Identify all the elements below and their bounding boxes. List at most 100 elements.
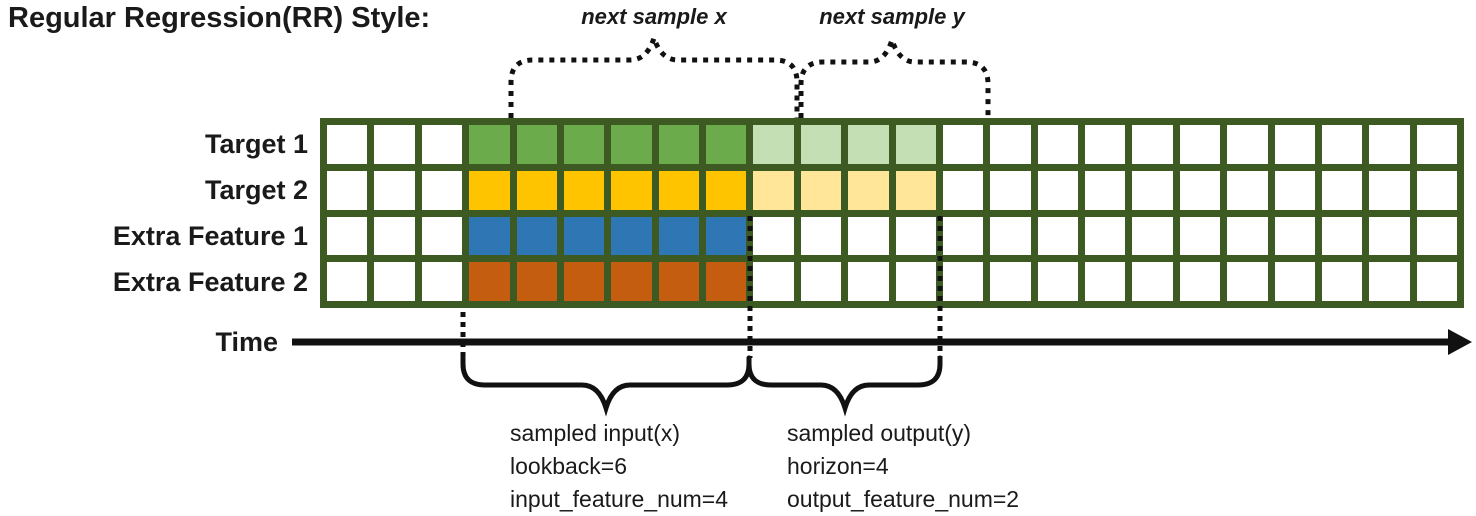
grid-cell-r3-c14	[990, 262, 1031, 301]
grid-cell-r1-c20	[1274, 170, 1315, 210]
grid-cell-r3-c7	[658, 262, 699, 301]
grid-cell-r0-c10	[800, 125, 842, 164]
grid-cell-r3-c16	[1085, 262, 1126, 301]
sampled-input-line2: lookback=6	[510, 453, 627, 479]
grid-cell-r0-c8	[706, 125, 747, 164]
grid-cell-r0-c23	[1416, 125, 1457, 164]
grid-cell-r0-c16	[1085, 125, 1126, 164]
grid-cell-r3-c19	[1227, 262, 1268, 301]
grid-cell-r3-c15	[1037, 262, 1078, 301]
grid-cell-r1-c23	[1416, 170, 1457, 210]
grid-cell-r2-c20	[1274, 216, 1315, 256]
grid-cell-r3-c21	[1321, 262, 1363, 301]
grid-cell-r2-c2	[421, 216, 463, 256]
grid-cell-r3-c9	[753, 262, 794, 301]
grid-cell-r1-c13	[942, 170, 984, 210]
grid-cell-r3-c20	[1274, 262, 1315, 301]
grid-cell-r0-c7	[658, 125, 699, 164]
grid-cell-r3-c11	[848, 262, 889, 301]
time-axis-label: Time	[215, 327, 278, 357]
grid-cell-r0-c5	[563, 125, 605, 164]
diagram-title: Regular Regression(RR) Style:	[8, 2, 431, 34]
grid-cell-r3-c6	[611, 262, 652, 301]
sampled-input-line1: sampled input(x)	[510, 420, 681, 446]
sampled-output-annotation: sampled output(y) horizon=4 output_featu…	[787, 417, 1019, 516]
sampled-output-line3: output_feature_num=2	[787, 486, 1020, 512]
grid-cell-r1-c16	[1085, 170, 1126, 210]
grid-cell-r1-c4	[516, 170, 557, 210]
grid-cell-r2-c13	[942, 216, 984, 256]
grid-cell-r2-c15	[1037, 216, 1078, 256]
grid-cell-r3-c22	[1369, 262, 1410, 301]
grid-cell-r0-c0	[327, 125, 368, 164]
grid-cell-r1-c14	[990, 170, 1031, 210]
grid-cell-r2-c3	[469, 216, 510, 256]
grid-cell-r1-c1	[374, 170, 415, 210]
grid-cell-r0-c22	[1369, 125, 1410, 164]
grid-cell-r0-c1	[374, 125, 415, 164]
grid-cell-r3-c17	[1132, 262, 1173, 301]
grid-cell-r0-c9	[753, 125, 794, 164]
grid-cell-r1-c17	[1132, 170, 1173, 210]
grid-cell-r0-c13	[942, 125, 984, 164]
grid-cell-r3-c8	[706, 262, 747, 301]
grid-cell-r2-c0	[327, 216, 368, 256]
grid-cell-r2-c22	[1369, 216, 1410, 256]
grid-cell-r2-c16	[1085, 216, 1126, 256]
next-sample-x-brace	[508, 29, 800, 118]
grid-cell-r1-c15	[1037, 170, 1078, 210]
grid-cell-r1-c19	[1227, 170, 1268, 210]
grid-cell-r0-c15	[1037, 125, 1078, 164]
grid-cell-r2-c6	[611, 216, 652, 256]
sampled-output-brace	[746, 355, 943, 417]
grid-cell-r1-c21	[1321, 170, 1363, 210]
sampled-output-line1: sampled output(y)	[787, 420, 972, 446]
grid-cell-r2-c12	[895, 216, 936, 256]
grid-cell-r0-c12	[895, 125, 936, 164]
grid-cell-r1-c11	[848, 170, 889, 210]
grid-cell-r1-c12	[895, 170, 936, 210]
grid-cell-r0-c4	[516, 125, 557, 164]
grid-cell-r0-c3	[469, 125, 510, 164]
grid-cell-r1-c6	[611, 170, 652, 210]
grid-cell-r3-c4	[516, 262, 557, 301]
grid-cell-r3-c13	[942, 262, 984, 301]
grid-cell-r0-c20	[1274, 125, 1315, 164]
grid-cell-r2-c14	[990, 216, 1031, 256]
sample-grid	[320, 118, 1464, 308]
row-label-target-2: Target 2	[204, 175, 308, 205]
grid-cell-r1-c18	[1179, 170, 1221, 210]
grid-cell-r3-c23	[1416, 262, 1457, 301]
grid-cell-r3-c5	[563, 262, 605, 301]
grid-cell-r2-c17	[1132, 216, 1173, 256]
grid-cell-r2-c10	[800, 216, 842, 256]
sampled-input-line3: input_feature_num=4	[510, 486, 729, 512]
grid-cell-r0-c21	[1321, 125, 1363, 164]
grid-cell-r0-c19	[1227, 125, 1268, 164]
grid-cell-r0-c14	[990, 125, 1031, 164]
next-sample-y-label: next sample y	[819, 4, 965, 29]
grid-cell-r3-c1	[374, 262, 415, 301]
time-axis-arrowhead	[1448, 329, 1472, 355]
grid-cell-r1-c3	[469, 170, 510, 210]
grid-cell-r2-c18	[1179, 216, 1221, 256]
grid-cell-r2-c21	[1321, 216, 1363, 256]
grid-cell-r1-c5	[563, 170, 605, 210]
grid-cell-r1-c22	[1369, 170, 1410, 210]
grid-cell-r1-c0	[327, 170, 368, 210]
grid-cell-r2-c19	[1227, 216, 1268, 256]
grid-cell-r2-c23	[1416, 216, 1457, 256]
grid-cell-r2-c7	[658, 216, 699, 256]
grid-cell-r2-c9	[753, 216, 794, 256]
row-label-extra-feature-1: Extra Feature 1	[112, 221, 308, 251]
grid-cell-r1-c8	[706, 170, 747, 210]
grid-cell-r2-c11	[848, 216, 889, 256]
grid-cell-r2-c1	[374, 216, 415, 256]
row-label-target-1: Target 1	[204, 129, 308, 159]
next-sample-x-label: next sample x	[581, 4, 727, 29]
sampled-output-line2: horizon=4	[787, 453, 889, 479]
grid-cell-r2-c8	[706, 216, 747, 256]
grid-cell-r0-c2	[421, 125, 463, 164]
row-label-extra-feature-2: Extra Feature 2	[112, 267, 308, 297]
